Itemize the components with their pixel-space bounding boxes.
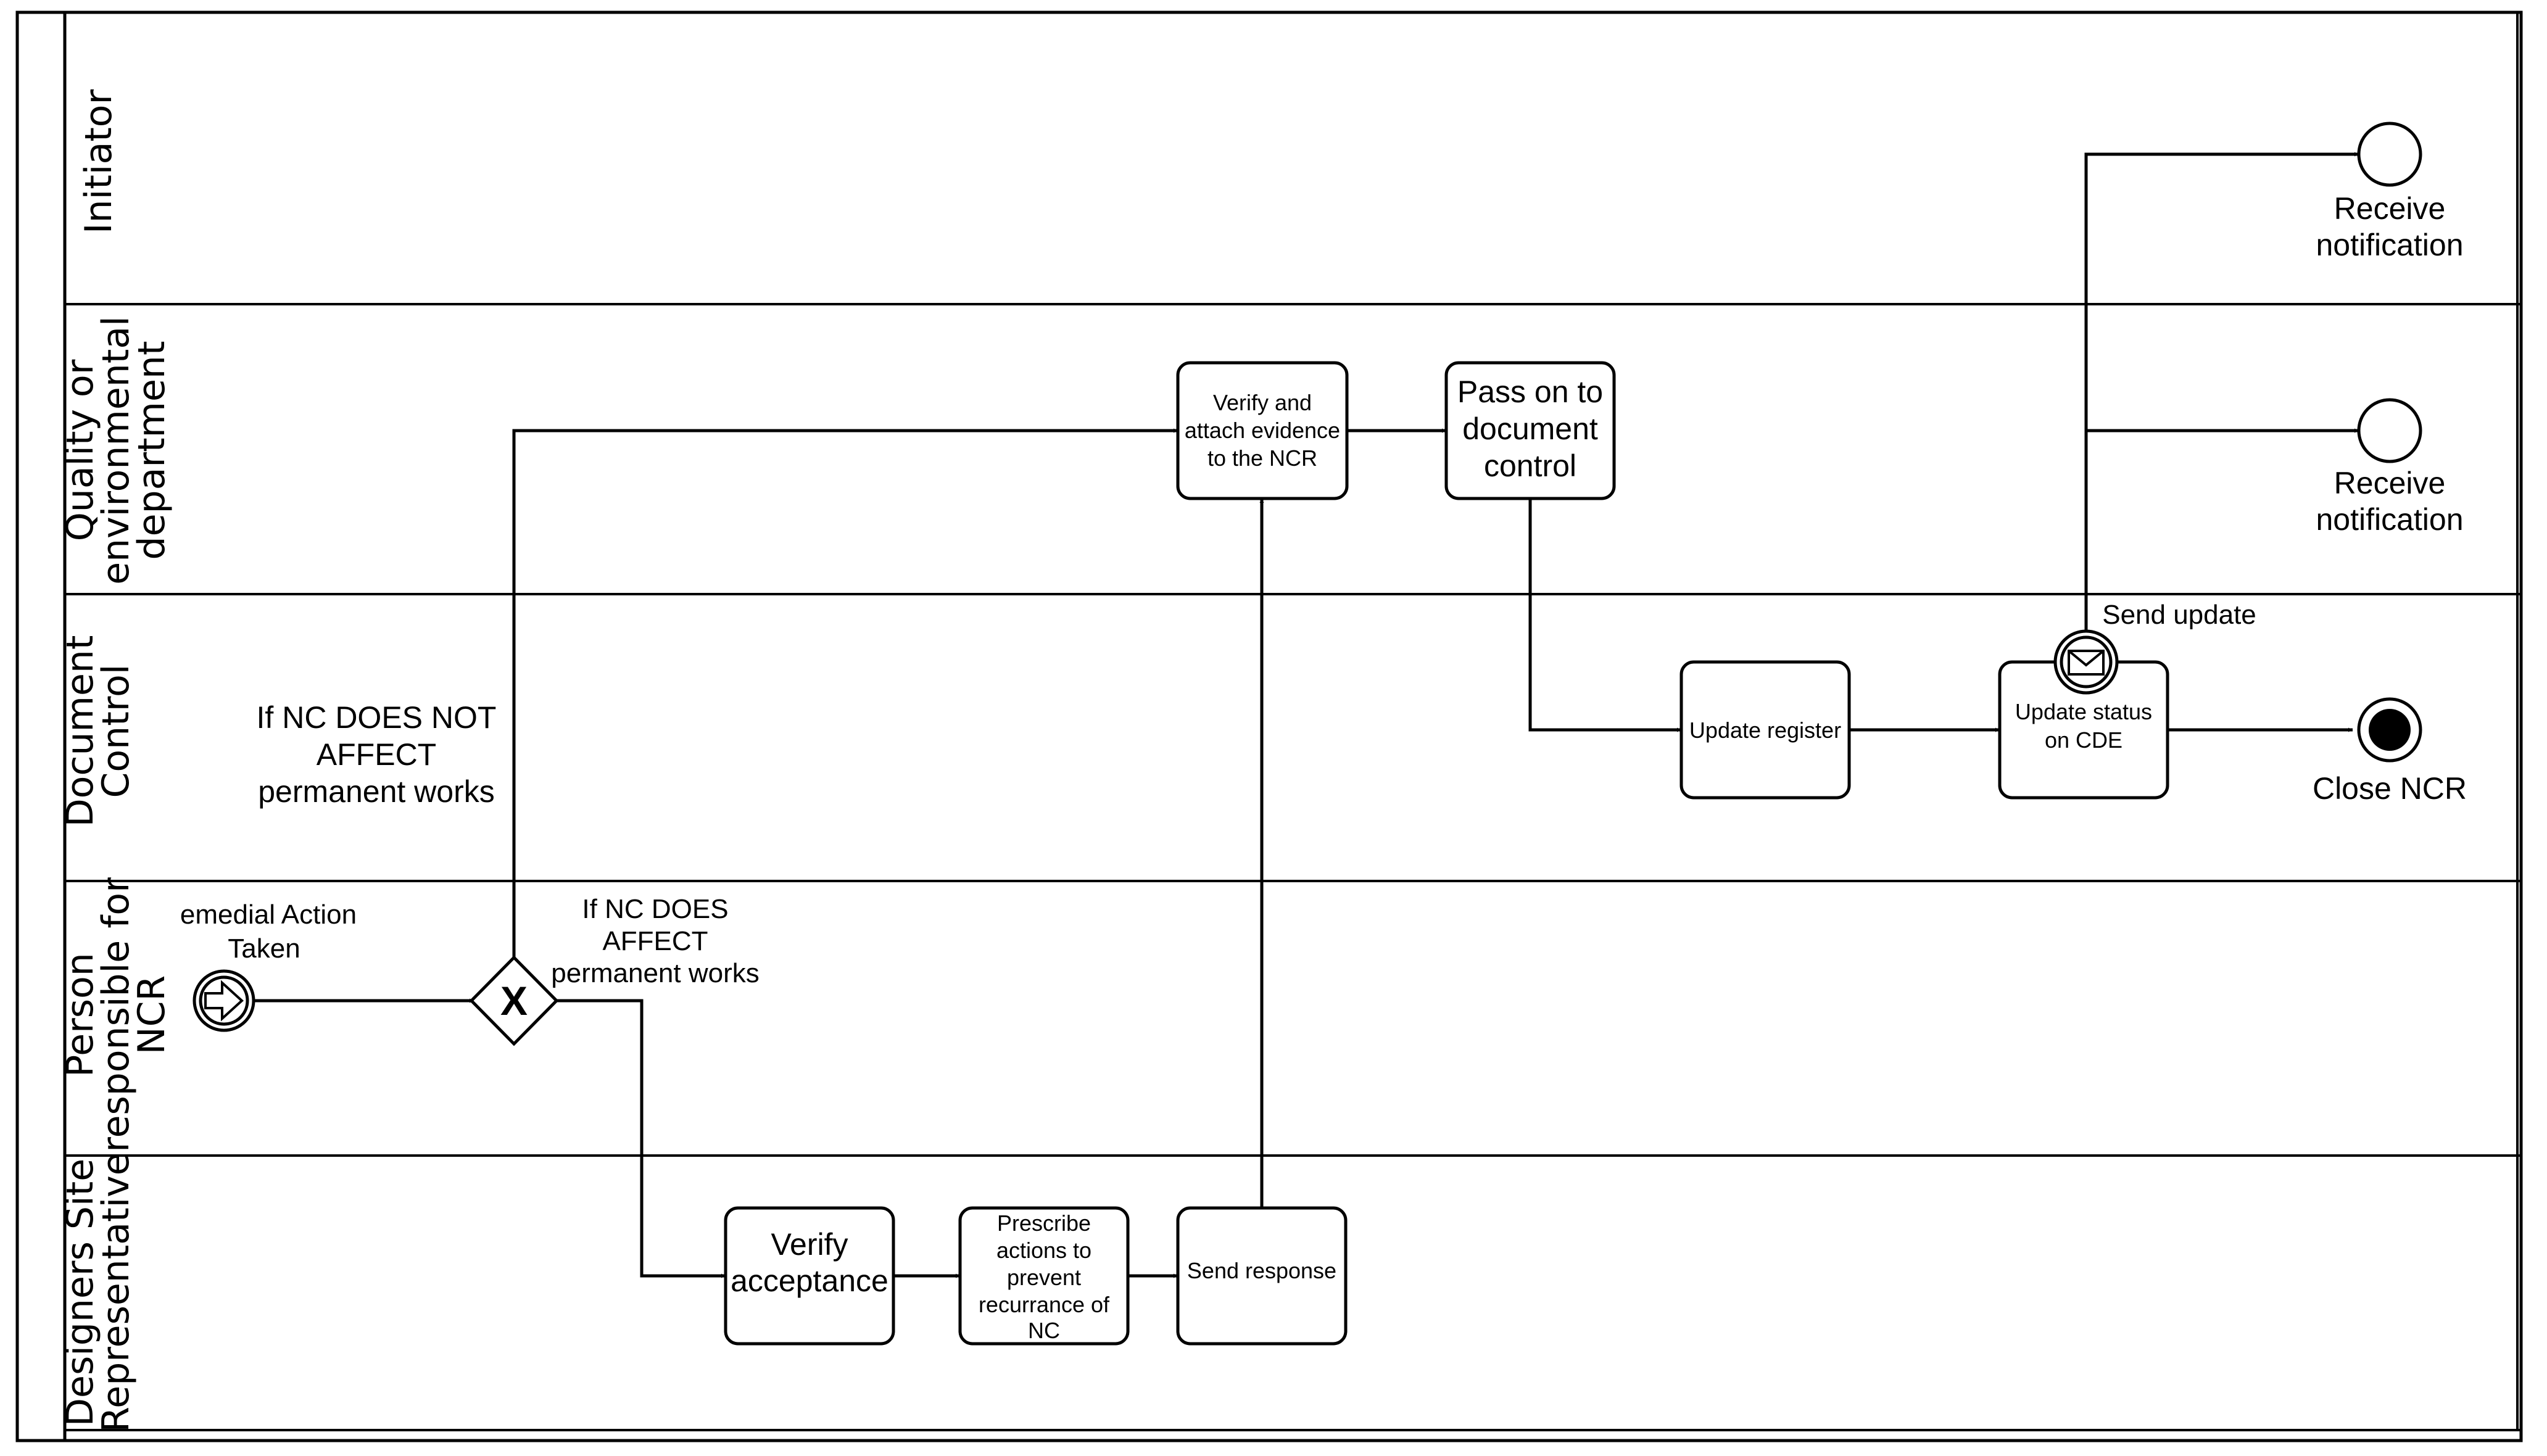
pool-frame bbox=[15, 10, 2523, 1442]
svg-text:Send response: Send response bbox=[1187, 1258, 1336, 1283]
arrow-right-icon bbox=[204, 980, 244, 1022]
label-close-ncr: Close NCR bbox=[2313, 771, 2467, 806]
task-update-register[interactable]: Update register bbox=[1679, 660, 1851, 800]
send-update-message-event[interactable] bbox=[2053, 629, 2119, 695]
svg-text:Update register: Update register bbox=[1689, 718, 1841, 743]
flow-gateway-to-verify-acceptance bbox=[549, 999, 726, 1278]
lane-title-initiator: Initiator bbox=[77, 89, 120, 234]
lane-title-person-responsible: Personresponsible forNCR bbox=[59, 877, 173, 1152]
sequence-flows bbox=[250, 152, 2359, 1278]
flow-pass-on-to-update-register bbox=[1528, 498, 1681, 732]
exclusive-gateway[interactable]: X bbox=[469, 955, 559, 1046]
flow-send-update-to-receive-1 bbox=[2084, 152, 2359, 631]
lane-title-quality: Quality orenvironmentaldepartment bbox=[59, 316, 173, 585]
lane-title-document-control: DocumentControl bbox=[59, 635, 138, 827]
task-send-response[interactable]: Send response bbox=[1176, 1206, 1348, 1346]
flow-gateway-to-verify-attach bbox=[512, 428, 1178, 966]
end-event-receive-notification-initiator[interactable] bbox=[2357, 122, 2422, 187]
label-send-update: Send update bbox=[2102, 600, 2256, 630]
gateway-x-marker: X bbox=[500, 978, 528, 1024]
lane-title-designers-site-rep: Designers SiteRepresentative bbox=[59, 1152, 138, 1432]
envelope-icon bbox=[2068, 650, 2105, 676]
end-event-receive-notification-quality[interactable] bbox=[2357, 398, 2422, 463]
start-event[interactable] bbox=[193, 969, 255, 1032]
end-event-close-ncr[interactable] bbox=[2357, 697, 2422, 763]
